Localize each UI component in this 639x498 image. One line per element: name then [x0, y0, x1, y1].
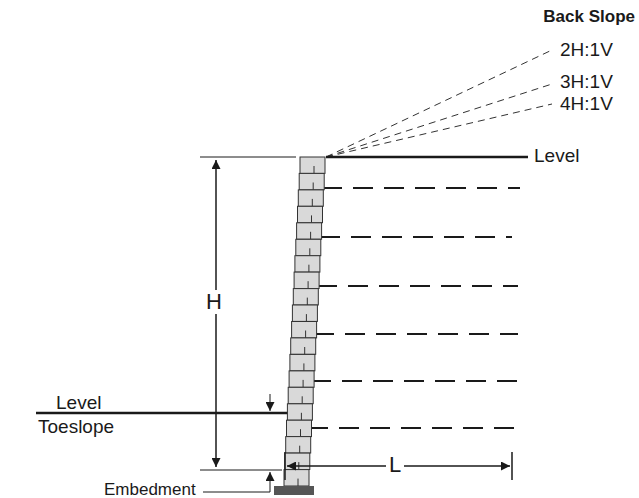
slope-label: 4H:1V — [560, 94, 613, 115]
wall-block — [298, 190, 323, 206]
block-pin — [311, 215, 312, 222]
wall-block — [289, 371, 314, 387]
dimension-extension — [200, 470, 282, 471]
block-pin — [307, 298, 308, 306]
block-pin — [308, 281, 309, 288]
block-pin — [312, 199, 313, 206]
slope-label: 3H:1V — [560, 72, 613, 93]
block-pin — [314, 166, 315, 173]
block-pin — [301, 413, 302, 420]
wall-block — [291, 338, 316, 354]
block-pin — [305, 331, 306, 338]
dimension-label: L — [386, 453, 404, 477]
back-slope-lines — [326, 50, 552, 157]
ground-label: Toeslope — [38, 417, 114, 438]
embedment-arrow — [270, 394, 271, 411]
wall-block — [286, 437, 311, 453]
dimension-tick — [284, 452, 286, 480]
embedment-leader — [203, 488, 270, 492]
dimension-label: Embedment — [104, 481, 196, 498]
ground-label: Level — [56, 393, 101, 414]
wall-block — [287, 420, 312, 436]
block-pin — [299, 446, 300, 453]
block-pin — [308, 265, 309, 272]
dimension-tick — [511, 452, 513, 480]
block-pin — [298, 479, 299, 486]
wall-block — [292, 305, 317, 321]
heading-label: Back Slope — [543, 8, 635, 27]
dimension-extension — [200, 157, 296, 158]
block-pin — [303, 363, 304, 370]
block-pin — [304, 347, 305, 354]
wall-block — [287, 404, 312, 420]
wall-block — [298, 206, 323, 222]
wall-block — [288, 387, 313, 403]
leveling-pad — [274, 486, 314, 495]
block-pin — [306, 314, 307, 321]
wall-block — [294, 272, 319, 288]
level-ground-line — [326, 156, 528, 159]
block-pin — [300, 429, 301, 436]
slope-label: 2H:1V — [560, 40, 613, 61]
embedment-arrow — [270, 472, 271, 488]
wall-block — [299, 173, 324, 189]
dimension-label: H — [203, 290, 225, 314]
wall-block — [290, 354, 315, 370]
wall-blocks — [284, 157, 325, 486]
block-pin — [310, 232, 311, 240]
wall-block — [295, 256, 320, 272]
wall-block — [285, 453, 310, 469]
wall-block — [296, 239, 321, 255]
wall-block — [284, 470, 309, 486]
wall-block — [297, 223, 322, 239]
ground-label: Level — [534, 146, 579, 167]
wall-block — [292, 322, 317, 338]
block-pin — [313, 183, 314, 190]
wall-block — [300, 157, 325, 173]
reinforcement-layers — [308, 188, 520, 428]
block-pin — [309, 248, 310, 255]
block-pin — [303, 380, 304, 387]
wall-block — [293, 289, 318, 305]
block-pin — [302, 396, 303, 403]
